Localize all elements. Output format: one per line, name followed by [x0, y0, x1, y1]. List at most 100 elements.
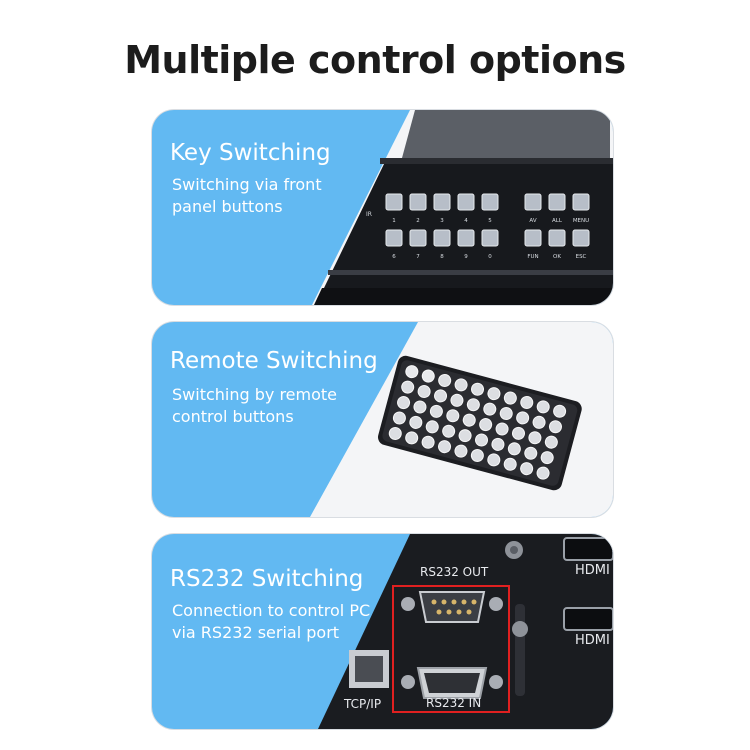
panel-key	[409, 193, 427, 211]
remote-button	[536, 466, 550, 480]
remote-button	[466, 398, 480, 412]
panel-key	[572, 193, 590, 211]
remote-button	[401, 380, 415, 394]
remote-button	[450, 393, 464, 407]
remote-button	[442, 424, 456, 438]
desc-line: Switching by remote	[172, 385, 337, 404]
panel-key-label: 7	[416, 254, 420, 260]
rs232-out-label: RS232 OUT	[420, 565, 489, 579]
remote-button	[487, 387, 501, 401]
remote-button	[516, 411, 530, 425]
remote-button	[499, 407, 513, 421]
remote-button	[491, 437, 505, 451]
remote-button	[507, 442, 521, 456]
remote-button	[553, 404, 567, 418]
remote-button	[511, 426, 525, 440]
panel-key-label: 3	[440, 218, 444, 224]
remote-button	[388, 426, 402, 440]
card-heading: RS232 Switching	[170, 566, 364, 592]
remote-button	[503, 391, 517, 405]
remote-switching-card: Remote Switching Switching by remote con…	[152, 322, 613, 517]
hdmi-label: HDMI	[575, 563, 610, 578]
panel-key	[481, 193, 499, 211]
panel-key-label: 1	[392, 218, 396, 224]
remote-button	[540, 451, 554, 465]
remote-button	[397, 396, 411, 410]
panel-key-label: OK	[553, 254, 561, 260]
panel-key	[481, 229, 499, 247]
remote-button	[487, 453, 501, 467]
panel-key	[548, 193, 566, 211]
rs232-in-label: RS232 IN	[426, 696, 481, 710]
remote-button	[392, 411, 406, 425]
front-panel-image: IR 1 2 3 4 5 AV ALL MENU 6 7 8 9 0 FUN OK ESC	[312, 110, 613, 305]
remote-button	[405, 431, 419, 445]
panel-key-label: ESC	[576, 254, 587, 260]
remote-button	[405, 365, 419, 379]
remote-button	[520, 395, 534, 409]
panel-key-label: MENU	[573, 218, 589, 224]
remote-button	[462, 413, 476, 427]
panel-key	[524, 193, 542, 211]
card-description: Connection to control PC via RS232 seria…	[172, 600, 372, 644]
desc-line: Switching via front	[172, 175, 322, 194]
remote-button	[544, 435, 558, 449]
remote-button	[524, 446, 538, 460]
panel-key	[385, 229, 403, 247]
card-heading: Remote Switching	[170, 348, 378, 374]
remote-button	[520, 462, 534, 476]
panel-key-label: 5	[488, 218, 492, 224]
panel-key	[572, 229, 590, 247]
panel-key-label: AV	[529, 218, 536, 224]
remote-button	[421, 369, 435, 383]
desc-line: via RS232 serial port	[172, 623, 340, 642]
rs232-switching-card: HDMI HDMI RS232 OUT RS232 IN TCP/IP RS23…	[152, 534, 613, 729]
panel-key	[457, 193, 475, 211]
remote-button	[475, 433, 489, 447]
panel-key-label: 6	[392, 254, 396, 260]
page-title: Multiple control options	[124, 38, 626, 82]
panel-key-label: 8	[440, 254, 444, 260]
remote-button	[446, 409, 460, 423]
desc-line: panel buttons	[172, 197, 283, 216]
remote-button	[421, 435, 435, 449]
remote-button	[503, 457, 517, 471]
remote-button	[417, 385, 431, 399]
remote-button	[434, 389, 448, 403]
panel-key-label: 0	[488, 254, 492, 260]
remote-button	[532, 415, 546, 429]
desc-line: Connection to control PC	[172, 601, 371, 620]
panel-key-label: 9	[464, 254, 468, 260]
remote-button	[458, 429, 472, 443]
card-description: Switching via front panel buttons	[172, 174, 372, 218]
panel-key	[548, 229, 566, 247]
panel-key-label: ALL	[552, 218, 563, 224]
tcp-label: TCP/IP	[343, 697, 381, 711]
card-description: Switching by remote control buttons	[172, 384, 372, 428]
remote-control-image	[310, 322, 613, 517]
rear-panel-image: HDMI HDMI RS232 OUT RS232 IN TCP/IP	[318, 534, 613, 729]
remote-button	[471, 382, 485, 396]
panel-key-label: 4	[464, 218, 468, 224]
remote-button	[438, 373, 452, 387]
remote-button	[536, 400, 550, 414]
remote-button	[429, 404, 443, 418]
remote-button	[495, 422, 509, 436]
card-heading: Key Switching	[170, 140, 331, 166]
key-switching-card: IR 1 2 3 4 5 AV ALL MENU 6 7 8 9 0 FUN OK ESC Key Switc…	[152, 110, 613, 305]
panel-key-label: FUN	[527, 254, 538, 260]
hdmi-label: HDMI	[575, 633, 610, 648]
desc-line: control buttons	[172, 407, 294, 426]
ir-label: IR	[366, 211, 372, 218]
panel-key	[433, 193, 451, 211]
remote-button	[548, 420, 562, 434]
panel-key-label: 2	[416, 218, 420, 224]
panel-key	[409, 229, 427, 247]
remote-button	[479, 418, 493, 432]
panel-key	[385, 193, 403, 211]
panel-key	[433, 229, 451, 247]
remote-button	[425, 420, 439, 434]
remote-button	[454, 444, 468, 458]
panel-key	[524, 229, 542, 247]
remote-button	[413, 400, 427, 414]
